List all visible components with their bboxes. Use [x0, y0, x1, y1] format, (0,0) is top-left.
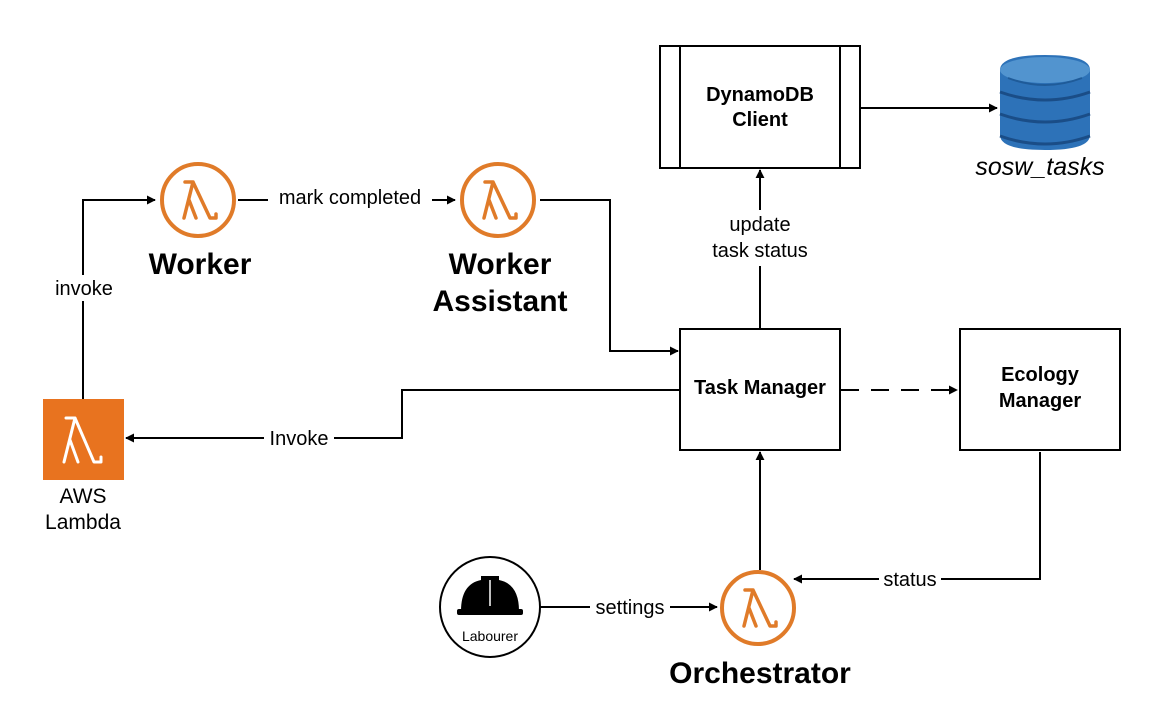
hard-hat-icon: [457, 576, 523, 615]
worker-assistant-label-line2: Assistant: [432, 285, 567, 318]
dynamodb-table-icon: [999, 55, 1091, 150]
worker-lambda-icon: [160, 162, 236, 238]
edge-label-invoke: invoke: [55, 278, 113, 300]
sosw-tasks-label: sosw_tasks: [975, 153, 1104, 181]
worker-assistant-label-line1: Worker: [449, 248, 552, 281]
aws-lambda-label-line2: Lambda: [45, 511, 121, 534]
edge-status: [793, 452, 1041, 584]
edge-label-task-status: task status: [712, 240, 808, 262]
dynamodb-client-node: DynamoDB Client: [659, 45, 861, 169]
edge-label-mark-completed: mark completed: [279, 187, 421, 209]
ecology-manager-label-line1: Ecology: [1001, 364, 1080, 386]
ecology-manager-node: Ecology Manager: [959, 328, 1121, 451]
worker-assistant-lambda-icon: [460, 162, 536, 238]
task-manager-label: Task Manager: [694, 377, 826, 399]
dynamodb-client-label-line2: Client: [732, 109, 788, 131]
edge-assistant-to-task-manager: [540, 199, 679, 356]
edge-label-status: status: [883, 569, 936, 591]
edge-label-settings: settings: [596, 597, 665, 619]
orchestrator-label: Orchestrator: [669, 657, 851, 690]
aws-lambda-label-line1: AWS: [59, 485, 106, 508]
labourer-node: Labourer: [439, 556, 541, 658]
aws-lambda-icon: [43, 399, 124, 480]
edge-invoke-worker: [82, 195, 156, 400]
edge-invoke-lambda: [125, 389, 680, 443]
worker-label: Worker: [149, 248, 252, 281]
ecology-manager-label-line2: Manager: [999, 390, 1081, 412]
task-manager-node: Task Manager: [679, 328, 841, 451]
edge-label-invoke-lambda: Invoke: [270, 428, 329, 450]
dynamodb-client-label-line1: DynamoDB: [706, 84, 814, 106]
orchestrator-lambda-icon: [720, 570, 796, 646]
edge-label-update: update: [729, 214, 790, 236]
labourer-label: Labourer: [462, 628, 518, 644]
